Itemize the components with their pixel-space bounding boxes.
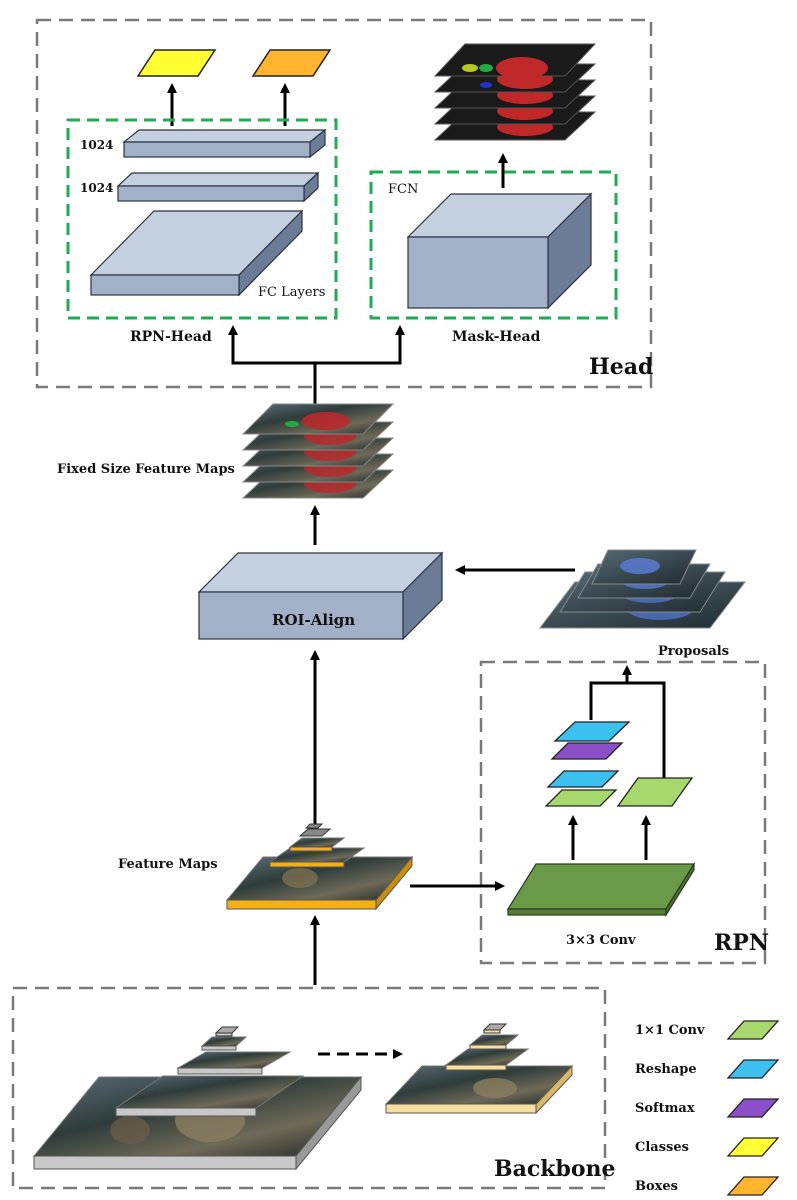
rpn-head-dashed-box	[66, 118, 338, 320]
backbone-section: Backbone	[11, 986, 616, 1190]
mask-output-stack	[433, 43, 597, 141]
head-title: Head	[589, 354, 653, 380]
roi-align-block	[197, 551, 444, 641]
rpn-dashed-border	[479, 660, 767, 965]
rpn-reshape-1	[546, 770, 620, 788]
legend-item: Softmax	[635, 1098, 780, 1118]
rpn-softmax	[550, 742, 624, 760]
backbone-pyramid-output	[384, 1023, 574, 1115]
proposals-label: Proposals	[658, 644, 729, 659]
fixed-size-feature-maps-label: Fixed Size Feature Maps	[57, 462, 235, 477]
rpn-reshape-2	[553, 721, 631, 742]
conv-3x3-block	[506, 861, 696, 918]
feature-maps-label: Feature Maps	[118, 857, 218, 872]
fc-layers-label: FC Layers	[258, 285, 325, 300]
fc-dim-top: 1024	[80, 138, 113, 152]
backbone-pyramid-input	[32, 1026, 363, 1171]
boxes-output	[251, 49, 332, 77]
fc-dim-bottom: 1024	[80, 181, 113, 195]
rpn-title: RPN	[714, 930, 769, 956]
rpn-head-label: RPN-Head	[130, 329, 212, 345]
arrow-to-mask-head	[315, 325, 405, 365]
legend-swatch	[726, 1137, 780, 1157]
backbone-title: Backbone	[494, 1156, 616, 1182]
head-dashed-border	[35, 18, 653, 389]
fcn-block	[406, 192, 593, 310]
legend-swatch	[726, 1098, 780, 1118]
legend-swatch	[726, 1176, 780, 1196]
arrow-to-rpn-head	[228, 325, 317, 405]
legend-item-label: Reshape	[635, 1062, 697, 1077]
proposals-stack	[538, 549, 747, 629]
mask-head-dashed-box	[369, 170, 618, 320]
legend-item-label: Classes	[635, 1140, 689, 1155]
legend-item: Classes	[635, 1137, 780, 1157]
mask-head-label: Mask-Head	[452, 329, 541, 345]
legend-item-label: Boxes	[635, 1179, 678, 1194]
legend-item: Reshape	[635, 1059, 780, 1079]
fc-layer-3	[89, 209, 304, 297]
roi-align-label: ROI-Align	[272, 611, 355, 629]
head-section: 1024 1024 FC Layers RPN-Head FCN Mask-He…	[35, 18, 653, 405]
legend-item-label: Softmax	[635, 1101, 695, 1116]
backbone-dashed-border	[11, 986, 607, 1190]
legend-item-label: 1×1 Conv	[635, 1023, 705, 1038]
feature-maps-pyramid	[225, 823, 414, 911]
fixed-size-feature-maps	[241, 403, 395, 499]
legend-swatch	[726, 1059, 780, 1079]
legend-item: Boxes	[635, 1176, 780, 1196]
fc-layer-2	[116, 171, 320, 203]
rpn-1x1-conv-right	[616, 777, 694, 807]
rpn-1x1-conv-left	[544, 789, 618, 807]
rpn-section: 3×3 Conv RPN	[479, 660, 769, 965]
classes-output	[136, 49, 217, 77]
fcn-label: FCN	[388, 182, 418, 197]
legend-swatch	[726, 1020, 780, 1040]
fc-layer-1	[122, 128, 327, 159]
legend-item: 1×1 Conv	[635, 1020, 780, 1040]
conv-3x3-label: 3×3 Conv	[566, 933, 636, 948]
